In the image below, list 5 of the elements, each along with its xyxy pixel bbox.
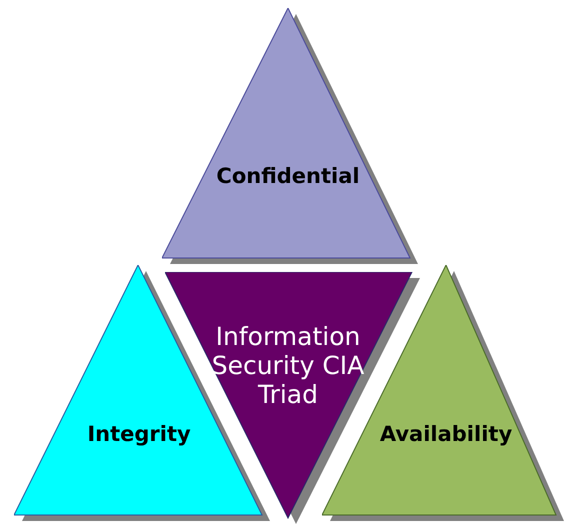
triangle-shape: [162, 8, 418, 266]
triangle-label: Information Security CIA Triad: [210, 323, 366, 410]
triangle-label: Availability: [378, 422, 514, 446]
triangle-label: Confidential: [215, 164, 361, 188]
triangle-label: Integrity: [86, 422, 192, 446]
